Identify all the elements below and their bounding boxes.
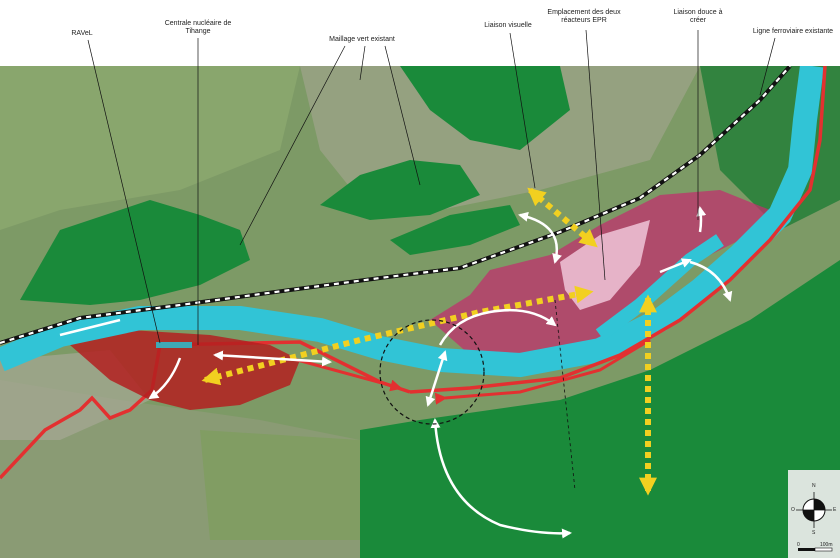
label-maillage-vert: Maillage vert existant [329, 36, 395, 43]
compass-north-label: N [812, 483, 816, 489]
nuclear-building [156, 342, 192, 348]
dashed-corridor [554, 299, 576, 491]
focus-circle [379, 319, 485, 425]
soft-link-river-crossing [425, 350, 448, 407]
river-channel [595, 234, 724, 341]
compass-east-label: E [833, 507, 837, 513]
label-ligne-ferroviaire: Ligne ferroviaire existante [752, 28, 834, 35]
visual-link-north [527, 187, 598, 248]
compass-south-label: S [812, 530, 816, 536]
soft-link-east [689, 260, 733, 302]
soft-link-north-epr [518, 211, 562, 264]
aerial-map [0, 66, 840, 558]
soft-link-east-north [696, 206, 707, 233]
label-liaison-douce: Liaison douce à créer [673, 9, 723, 24]
scale-zero-label: 0 [797, 542, 800, 548]
label-centrale: Centrale nucléaire de Tihange [164, 20, 232, 35]
fields-south [200, 430, 360, 540]
soft-link-east-bridge [659, 258, 692, 274]
label-liaison-visuelle: Liaison visuelle [484, 22, 532, 29]
scale-end-label: 100m [820, 542, 833, 548]
label-strip: RAVeL Centrale nucléaire de Tihange Mail… [0, 0, 840, 66]
compass-west-label: O [791, 507, 795, 513]
compass-rose-icon [796, 492, 833, 552]
green-mesh-valley [390, 205, 520, 255]
label-epr: Emplacement des deux réacteurs EPR [547, 9, 621, 24]
compass-panel: N E O S 0 100m [788, 470, 840, 558]
soft-link-site-curve [148, 357, 182, 400]
soft-link-south-loop [430, 418, 572, 539]
green-mesh-north [320, 160, 480, 220]
label-ravel: RAVeL [71, 30, 93, 37]
soft-link-valley [438, 308, 557, 346]
soft-link-site-west [213, 350, 332, 367]
